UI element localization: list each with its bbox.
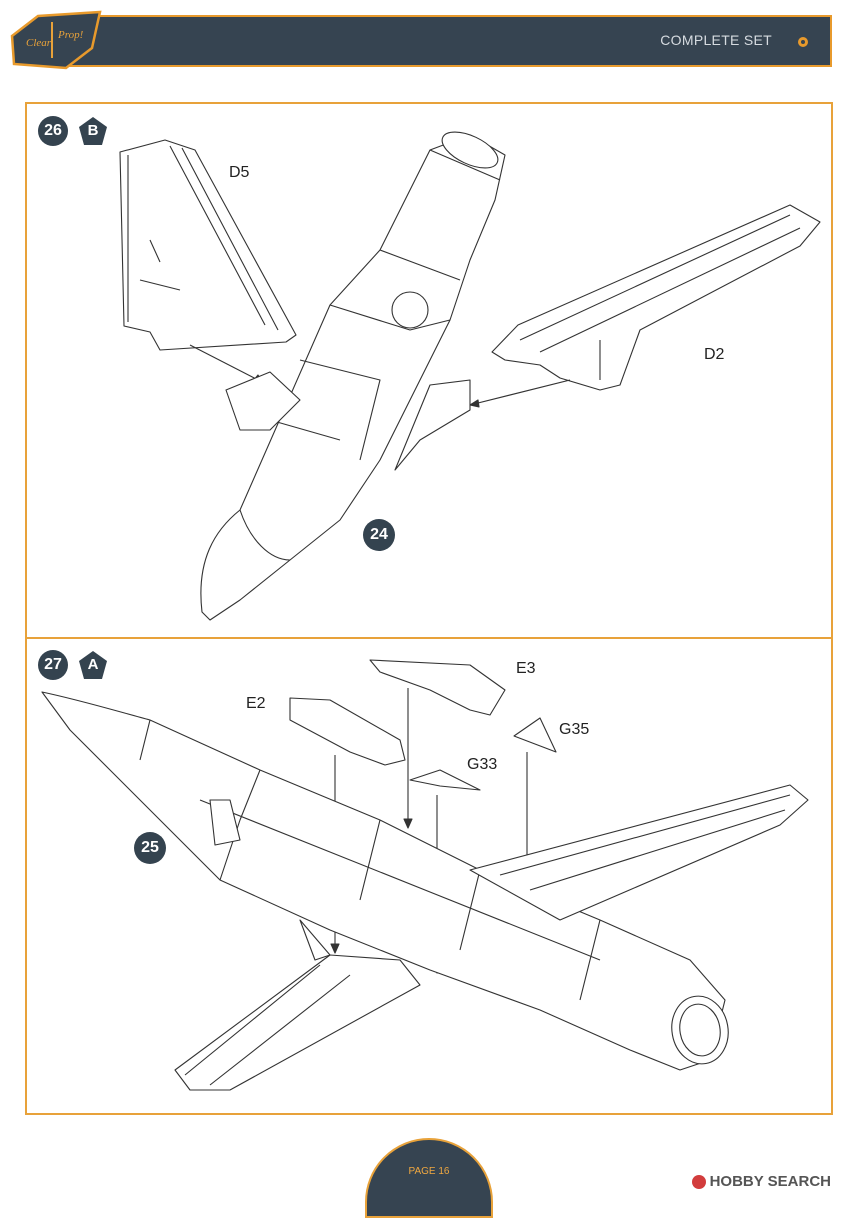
header-title: COMPLETE SET	[660, 32, 772, 48]
step-26-panel	[25, 102, 833, 639]
brand-logo: Clear Prop!	[10, 10, 102, 70]
svg-text:Clear: Clear	[26, 37, 52, 49]
part-label-d2: D2	[704, 346, 725, 363]
step-number-badge: 27	[38, 650, 68, 680]
part-label-e2: E2	[246, 695, 266, 712]
watermark-logo-icon	[691, 1174, 706, 1189]
part-label-g35: G35	[559, 721, 590, 738]
page-header: COMPLETE SET	[40, 15, 832, 67]
step-27-panel	[25, 637, 833, 1115]
gear-icon	[798, 37, 808, 47]
option-letter: A	[87, 656, 99, 673]
option-pentagon-badge: A	[78, 650, 108, 680]
step-number-badge: 26	[38, 116, 68, 146]
watermark: HOBBY SEARCH	[691, 1173, 831, 1190]
part-label-e3: E3	[516, 660, 536, 677]
part-label-d5: D5	[229, 164, 250, 181]
svg-text:Prop!: Prop!	[57, 29, 84, 41]
watermark-text: HOBBY SEARCH	[709, 1173, 831, 1190]
page-number-tab: PAGE 16	[365, 1138, 493, 1218]
option-letter: B	[87, 122, 99, 139]
part-label-g33: G33	[467, 756, 498, 773]
reference-step-badge: 25	[134, 832, 166, 864]
option-pentagon-badge: B	[78, 116, 108, 146]
page-label: PAGE 16	[408, 1166, 450, 1177]
reference-step-badge: 24	[363, 519, 395, 551]
